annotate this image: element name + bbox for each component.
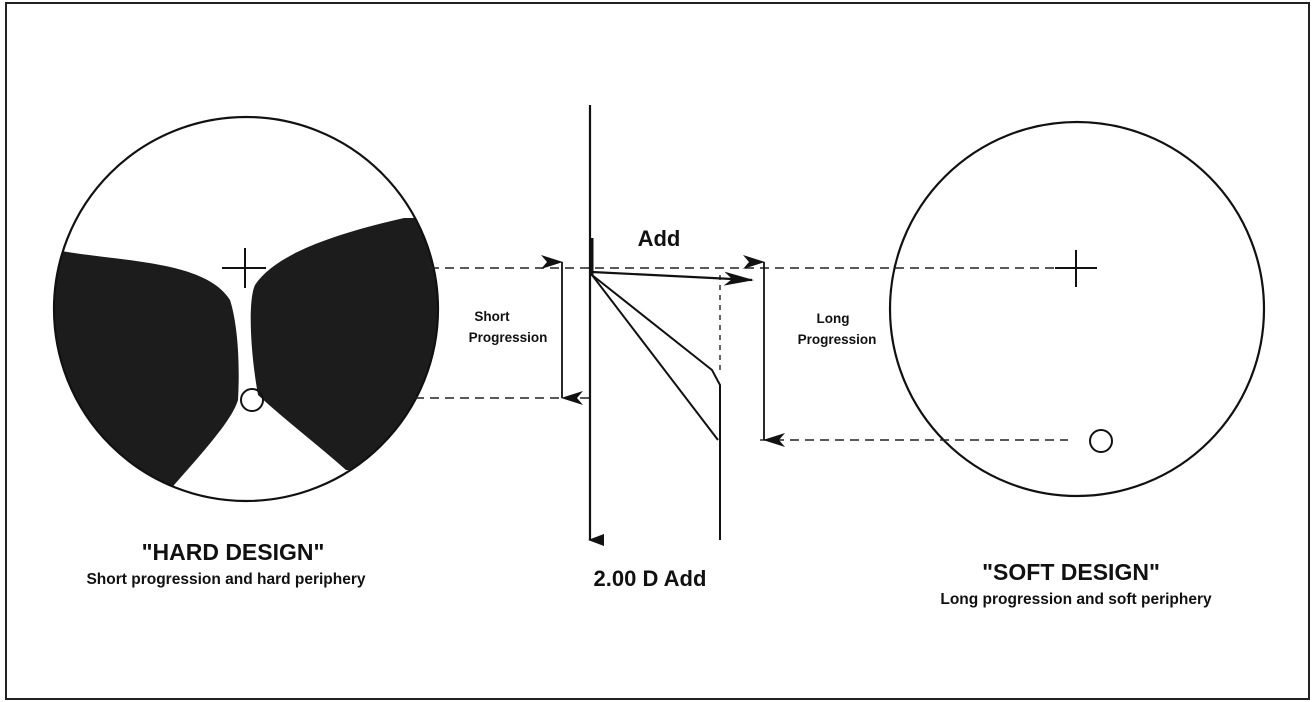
hard-left-shaded-region [54,250,239,492]
add-arrow [591,270,754,286]
power-progression-graph: Add 2.00 D Add Short Progression Long Pr… [469,105,877,591]
soft-design-caption: "SOFT DESIGN" Long progression and soft … [940,559,1212,608]
short-progression-curve [591,274,721,540]
short-progression-label-line2: Progression [469,330,548,345]
soft-design-lens [888,120,1266,498]
soft-fitting-cross-icon [1055,250,1097,287]
hard-design-title: "HARD DESIGN" [142,539,325,565]
hard-design-caption: "HARD DESIGN" Short progression and hard… [86,539,365,588]
soft-near-point-circle-icon [1089,429,1113,453]
soft-design-subtitle: Long progression and soft periphery [940,591,1212,608]
add-label: Add [638,226,681,251]
bottom-add-value-label: 2.00 D Add [594,566,707,591]
long-progression-label-line2: Progression [798,332,877,347]
hard-design-subtitle: Short progression and hard periphery [86,571,365,588]
hard-lens-outline [52,115,440,503]
hard-design-lens [52,115,440,503]
hard-near-point-circle-icon [240,388,264,412]
figure-frame [5,2,1310,700]
long-progression-curve [591,274,719,441]
short-progression-label-line1: Short [474,309,510,324]
long-progression-label-line1: Long [817,311,850,326]
hard-fitting-cross-icon [222,248,266,288]
guide-lines [415,267,1068,441]
soft-lens-outline [888,120,1266,498]
hard-right-shaded-region [250,218,438,470]
soft-design-title: "SOFT DESIGN" [982,559,1160,585]
